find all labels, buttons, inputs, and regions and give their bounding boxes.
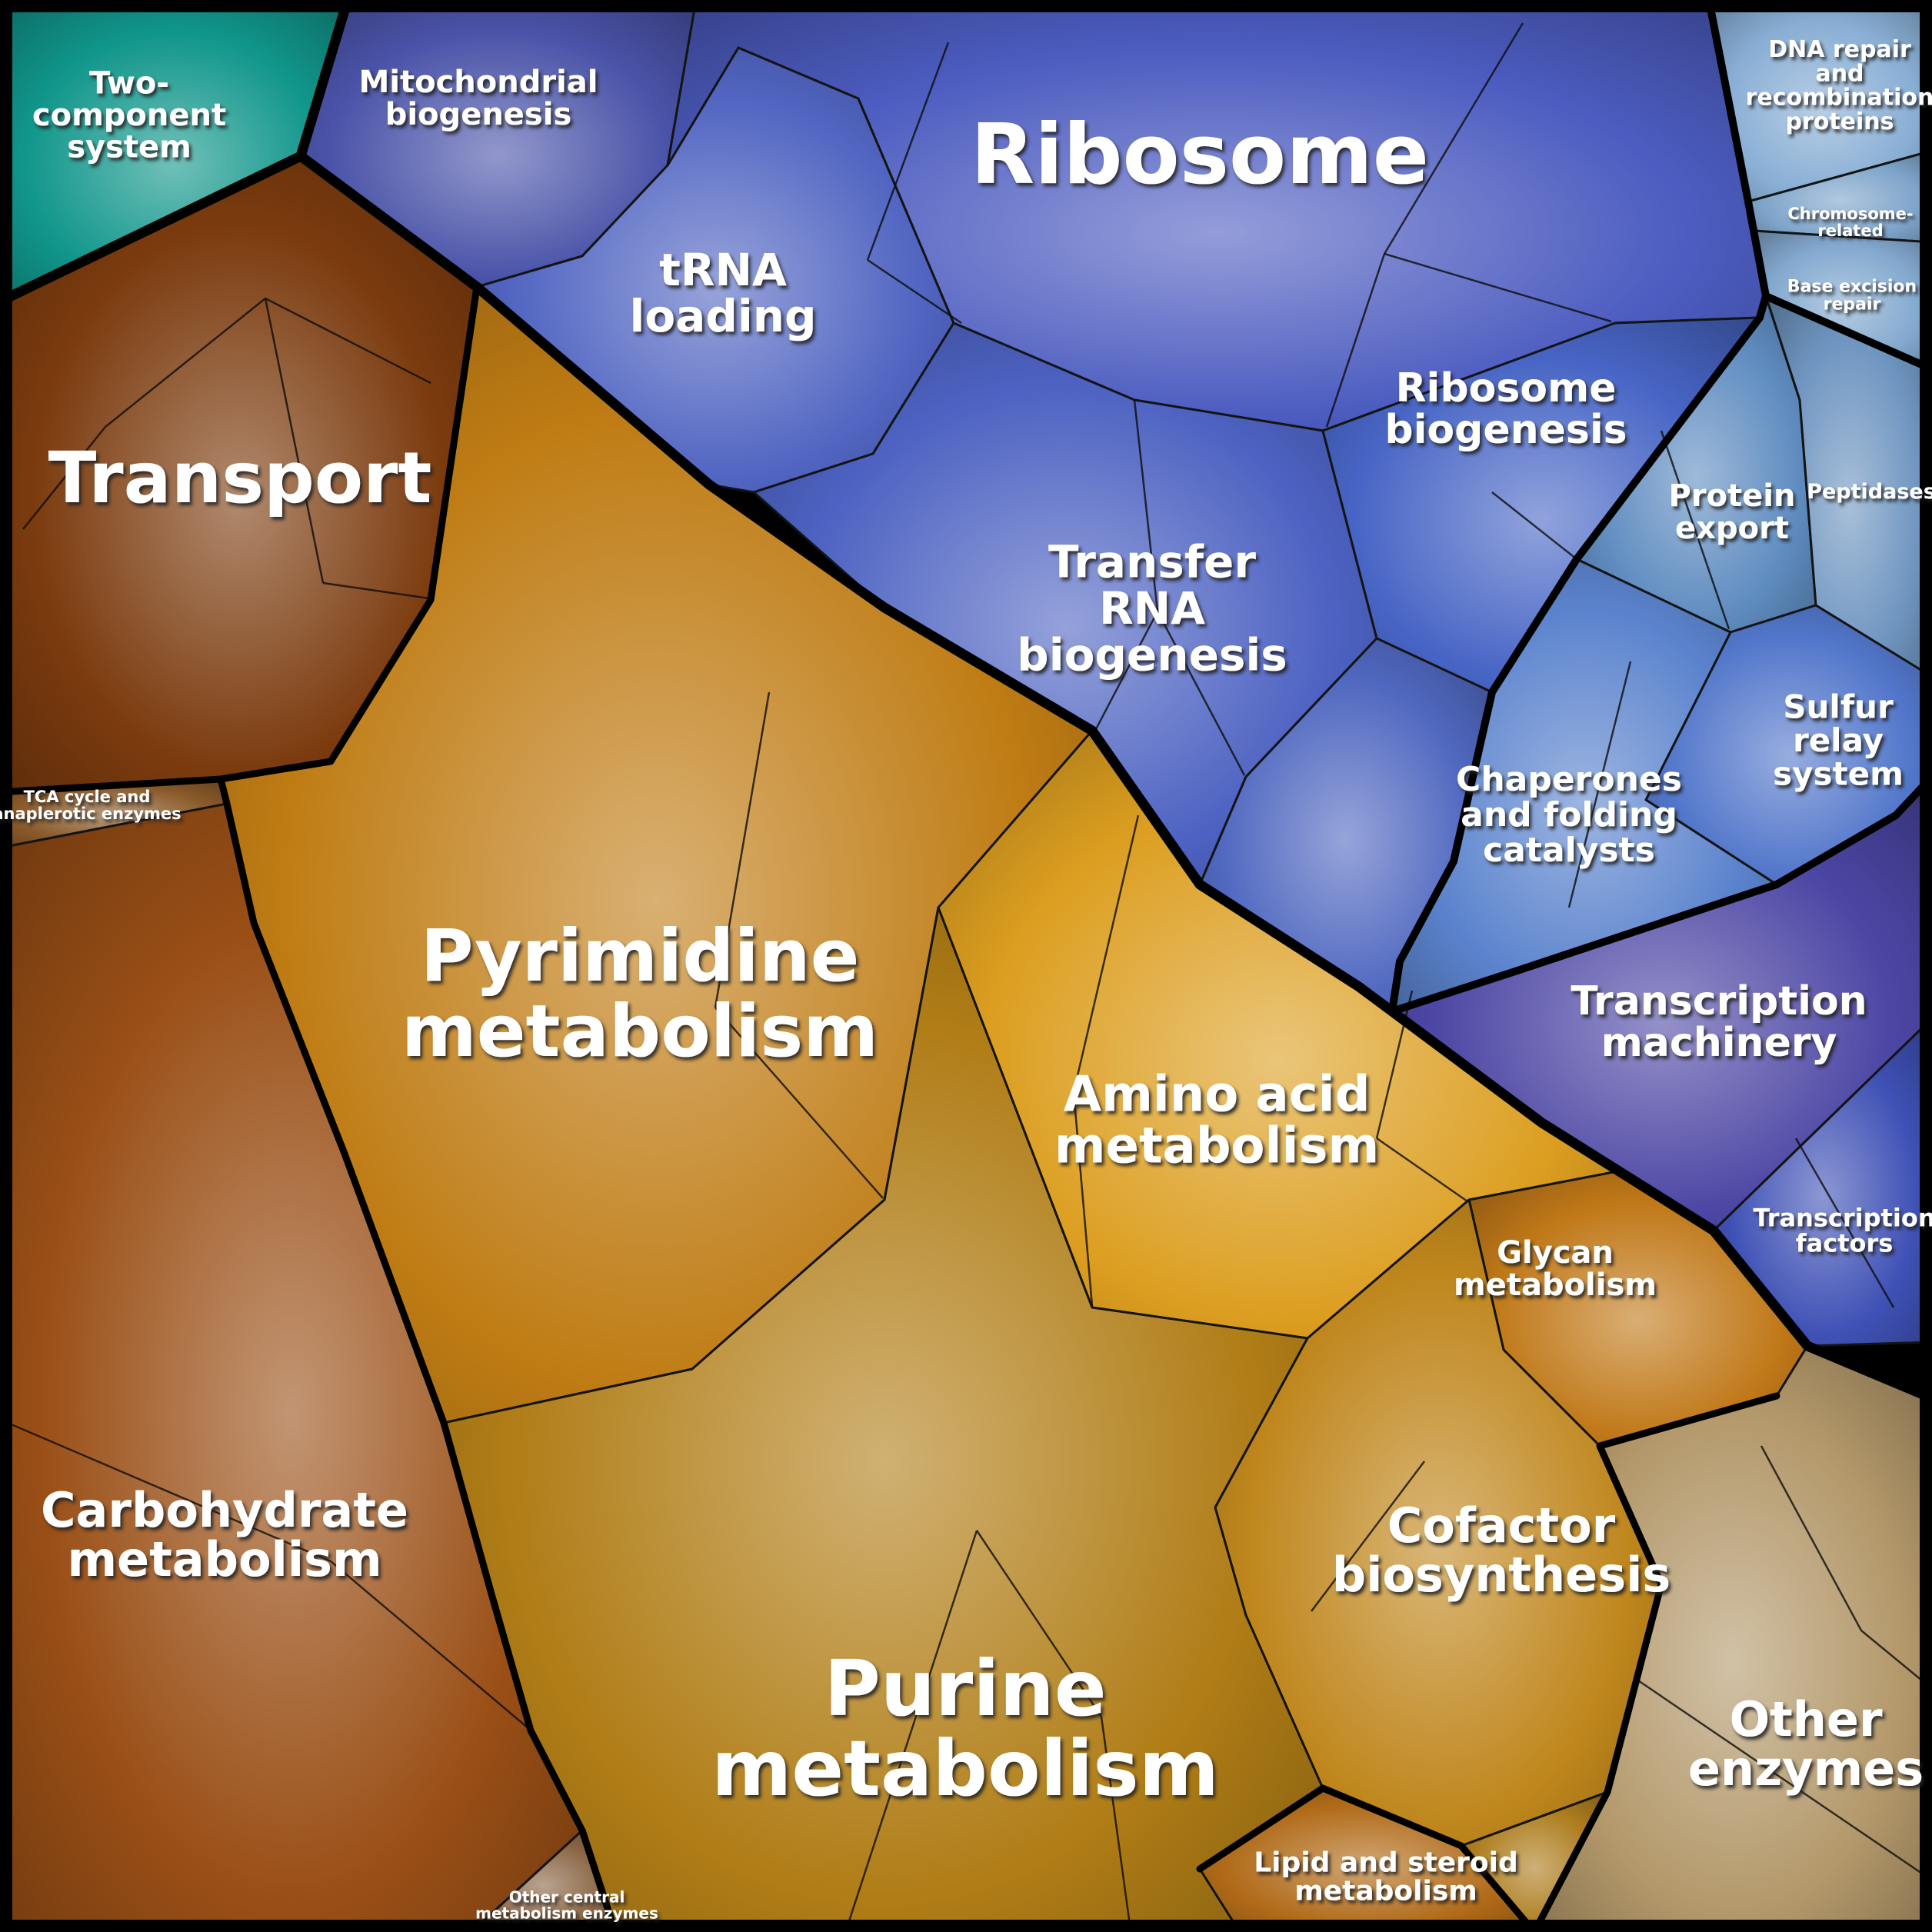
group-border (223, 800, 619, 1932)
cell-label-ribosome: Ribosome (971, 107, 1429, 203)
group-border (295, 151, 1932, 1404)
cell-subdivision-line (1072, 1091, 1094, 1307)
group-border (1196, 1784, 1327, 1873)
cell-subdivision-line (1375, 990, 1414, 1139)
cell-subdivision-line (322, 581, 430, 600)
cell-subdivision-line (1637, 1679, 1927, 1878)
cell-label-chromosome-related: Chromosome-related (1787, 205, 1913, 240)
cell-subdivision-line (265, 297, 431, 385)
group-border (578, 1827, 619, 1932)
cell-subdivision-line (1376, 1137, 1468, 1203)
cell-subdivision-line (7, 1421, 331, 1563)
cell-subdivision-line (1325, 253, 1386, 428)
cell-subdivision-line (714, 691, 771, 1008)
cell-subdivision-line (1311, 1461, 1425, 1612)
cell-subdivision-line (1860, 1630, 1927, 1685)
cell-subdivision-line (330, 1561, 530, 1730)
group-border (1388, 773, 1932, 1015)
cell-subdivision-line (867, 258, 962, 325)
group-border (1388, 292, 1770, 1015)
cell-subdivision-line (1383, 22, 1524, 255)
group-border (217, 283, 481, 783)
cell-subdivision-line (975, 1530, 1103, 1717)
cell-subdivision-line (1567, 661, 1632, 908)
cell-subdivision-line (1384, 252, 1612, 323)
cell-subdivision-line (1760, 1445, 1863, 1631)
group-border (1705, 0, 1770, 300)
cell-subdivision-line (1072, 814, 1140, 1093)
cell-subdivision-line (105, 298, 266, 428)
cell-subdivision-line (264, 298, 325, 584)
cell-subdivision-line (1491, 491, 1577, 560)
cell-subdivision-line (1660, 430, 1730, 630)
cell-subdivision-line (1794, 1138, 1895, 1308)
group-border (1531, 1392, 1780, 1932)
cell-label-transport: Transport (48, 437, 432, 519)
cell-subdivision-line (1094, 611, 1159, 730)
group-border (1762, 292, 1932, 373)
cell-subdivision-line (1100, 1716, 1132, 1931)
cell-subdivision-line (866, 42, 950, 261)
group-border (0, 775, 231, 808)
cell-subdivision-line (844, 1530, 978, 1931)
cell-subdivision-line (715, 1007, 884, 1199)
cell-subdivision-line (1133, 399, 1159, 612)
cell-subdivision-line (22, 426, 106, 530)
cell-label-peptidases: Peptidases (1807, 480, 1932, 504)
cell-subdivision-line (1156, 611, 1246, 776)
group-border (1319, 1784, 1538, 1932)
